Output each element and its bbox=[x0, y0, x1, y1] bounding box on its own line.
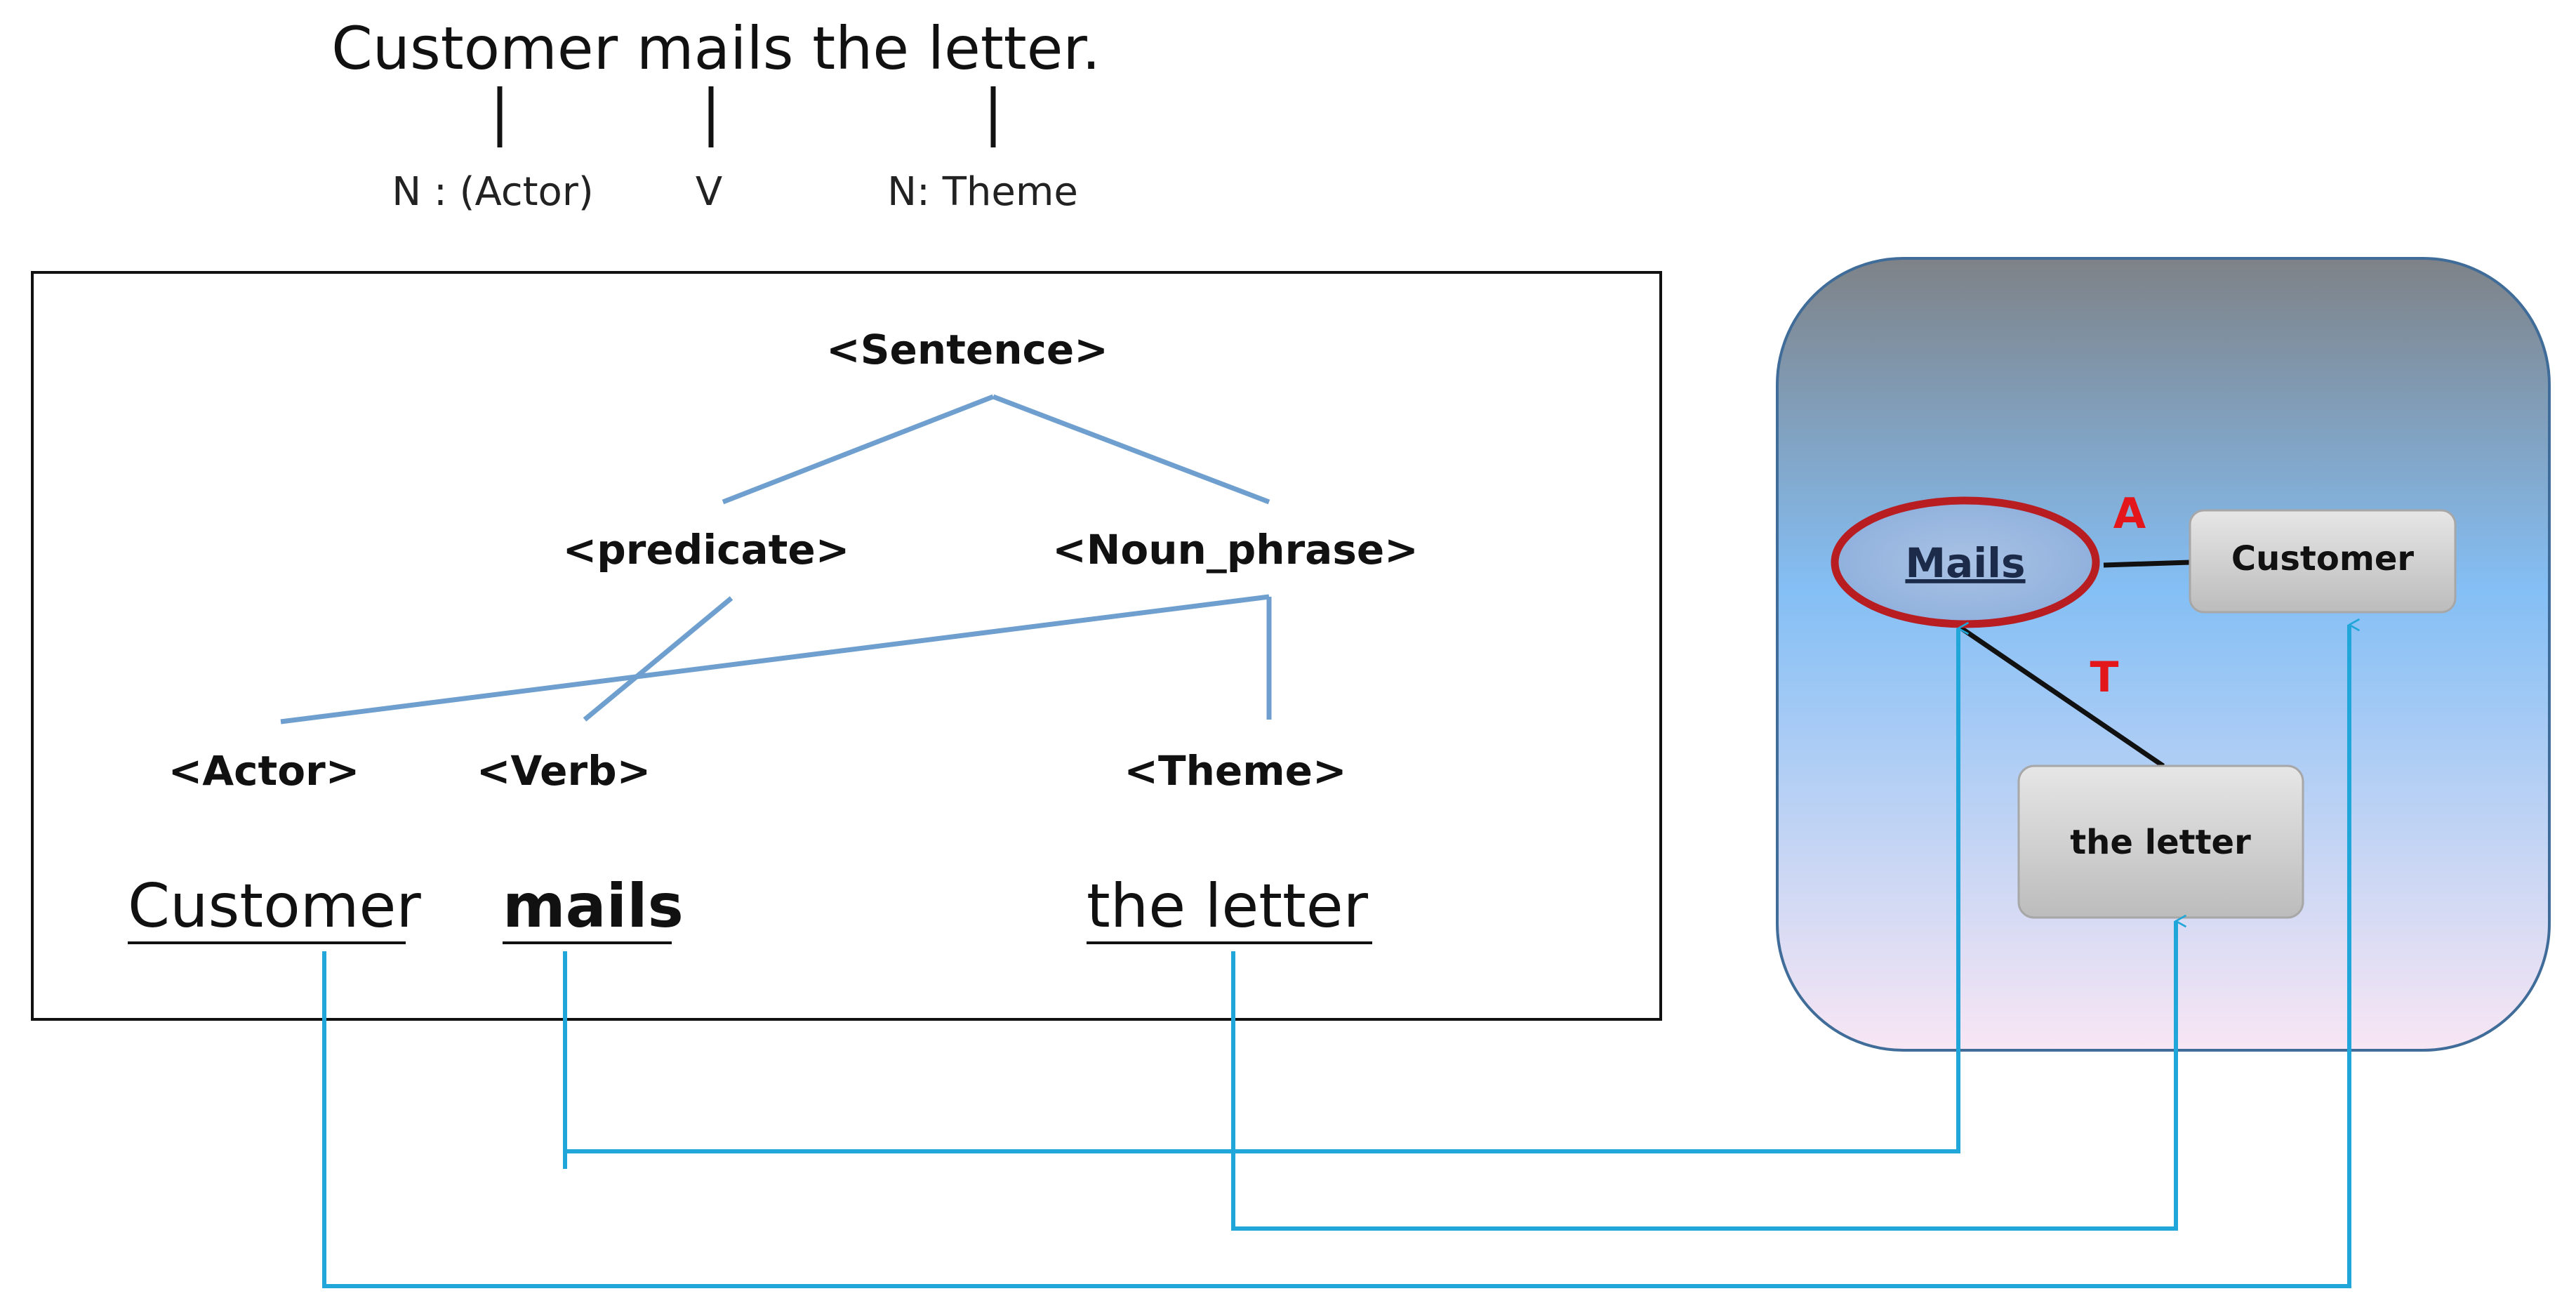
tag-actor: N : (Actor) bbox=[392, 169, 593, 215]
label-customer: Customer bbox=[2231, 539, 2414, 578]
box-customer bbox=[2189, 509, 2457, 614]
word-the-letter: the letter bbox=[1087, 871, 1369, 941]
node-verb: <Verb> bbox=[477, 747, 651, 795]
tree-lines bbox=[280, 394, 1272, 725]
edge-label-a: A bbox=[2113, 489, 2146, 538]
tag-theme: N: Theme bbox=[887, 169, 1078, 215]
word-customer: Customer bbox=[128, 871, 421, 941]
semantic-graph-panel bbox=[1776, 257, 2551, 1052]
node-actor: <Actor> bbox=[168, 747, 360, 795]
tree-line-root-nounphrase bbox=[992, 394, 1270, 505]
connectors bbox=[322, 625, 2349, 1288]
label-the-letter: the letter bbox=[2070, 823, 2251, 862]
edge-label-t: T bbox=[2090, 653, 2119, 702]
parse-tree-box bbox=[31, 271, 1662, 1021]
box-the-letter bbox=[2017, 765, 2304, 919]
edge-mails-customer bbox=[2103, 560, 2191, 568]
label-mails: Mails bbox=[1905, 539, 2025, 587]
edge-mails-letter bbox=[1957, 624, 2165, 768]
tree-line-root-predicate bbox=[722, 394, 995, 505]
sentence-text: Customer mails the letter. bbox=[331, 14, 1101, 83]
tag-verb: V bbox=[696, 169, 722, 215]
connector-mails bbox=[563, 628, 1958, 1153]
tree-line-nounphrase-actor bbox=[280, 594, 1270, 725]
node-noun-phrase: <Noun_phrase> bbox=[1052, 526, 1419, 574]
tree-line-predicate-verb bbox=[583, 596, 733, 722]
connector-customer bbox=[322, 625, 2349, 1288]
node-predicate: <predicate> bbox=[563, 526, 850, 574]
node-theme: <Theme> bbox=[1124, 747, 1346, 795]
word-mails: mails bbox=[503, 871, 684, 941]
node-sentence: <Sentence> bbox=[826, 326, 1108, 373]
connector-the-letter bbox=[1231, 921, 2176, 1231]
